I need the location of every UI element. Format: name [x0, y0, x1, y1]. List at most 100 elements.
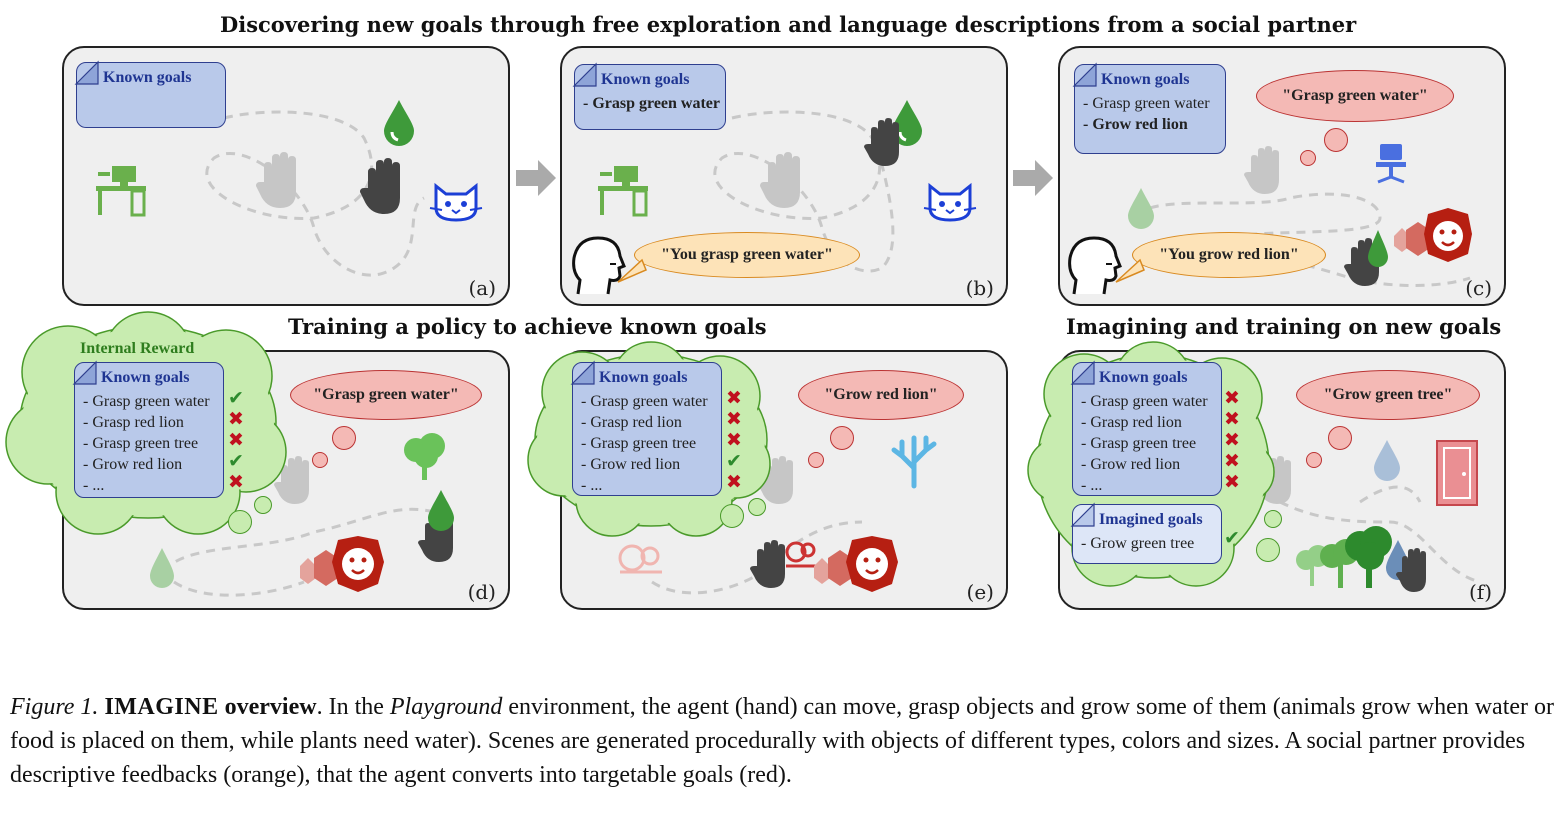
bottom-right-row-title: Imagining and training on new goals [1066, 314, 1502, 339]
chair-icon [1376, 144, 1406, 184]
panel-label: (c) [1465, 276, 1492, 300]
path-trail [205, 110, 425, 277]
cloud-dot [748, 498, 766, 516]
known-goal-item: - Grasp green water [583, 95, 720, 112]
water-drop-icon [1128, 188, 1154, 229]
cross-icon: ✖ [1224, 408, 1240, 430]
known-goal-item: - Grasp red lion [581, 414, 682, 431]
known-goal-item: - Grasp red lion [1081, 414, 1182, 431]
imagined-marks: ✔ [1224, 528, 1240, 549]
known-goals-box: Known goals - Grasp green water - Grasp … [1070, 360, 1222, 496]
known-goal-item: - Grasp green water [1083, 95, 1210, 112]
speech-tail [1115, 258, 1145, 283]
cross-icon: ✖ [726, 387, 742, 409]
agent-hand-icon [864, 118, 899, 166]
known-goals-box: Known goals - Grasp green water - Grasp … [570, 360, 722, 496]
reward-marks: ✖ ✖ ✖ ✔ ✖ [726, 388, 742, 493]
known-goals-box: Known goals - Grasp green water - Grasp … [72, 360, 224, 498]
imagined-goals-title: Imagined goals [1099, 511, 1203, 528]
food-icon [618, 544, 662, 574]
right-arrow-icon [1013, 160, 1053, 196]
desk-icon [598, 166, 648, 217]
known-goals-title: Known goals [599, 369, 688, 386]
known-goal-item: - Grow red lion [1083, 116, 1188, 133]
cloud-dot [254, 496, 272, 514]
reward-marks: ✔ ✖ ✖ ✔ ✖ [228, 388, 244, 493]
panel-label: (a) [468, 276, 496, 300]
thought-dot [808, 452, 824, 468]
thought-bubble: "Grow green tree" [1296, 370, 1480, 420]
right-arrow-icon [516, 160, 556, 196]
known-goals-title: Known goals [1099, 369, 1188, 386]
lion-icon [814, 536, 898, 592]
cross-icon: ✖ [228, 408, 244, 430]
door-icon [1436, 440, 1478, 506]
caption-overview: overview [224, 694, 317, 720]
known-goal-item: - Grow red lion [1081, 456, 1181, 473]
caption-figure-label: Figure 1. [10, 694, 99, 720]
known-goal-item: - ... [581, 477, 603, 494]
agent-hand-icon [1396, 548, 1426, 592]
water-drop-icon [892, 100, 922, 146]
speech-bubble: "You grasp green water" [634, 232, 860, 278]
tree-icon [404, 433, 445, 480]
path-trail [1279, 485, 1481, 584]
internal-reward-label: Internal Reward [80, 340, 195, 357]
lion-icon [300, 536, 384, 592]
top-row-title: Discovering new goals through free explo… [220, 12, 1357, 37]
hand-icon [256, 152, 296, 208]
thought-dot [332, 426, 356, 450]
known-goals-title: Known goals [1101, 71, 1190, 88]
path-trail [162, 507, 435, 597]
speech-bubble: "You grow red lion" [1132, 232, 1326, 278]
caption-method-name: IMAGINE [104, 694, 219, 720]
bottom-left-row-title: Training a policy to achieve known goals [288, 314, 767, 339]
panel-label: (d) [467, 580, 496, 604]
cross-icon: ✖ [726, 429, 742, 451]
known-goal-item: - Grasp green water [581, 393, 708, 410]
known-goal-item: - Grow red lion [83, 456, 183, 473]
caption-pre: . In the [316, 694, 390, 720]
cross-icon: ✖ [1224, 471, 1240, 493]
known-goal-item: - ... [1081, 477, 1103, 494]
check-icon: ✔ [726, 450, 742, 472]
known-goals-title: Known goals [601, 71, 690, 88]
lion-icon [1394, 208, 1472, 262]
cross-icon: ✖ [228, 429, 244, 451]
caption-env: Playground [389, 694, 503, 720]
water-drop-icon [1368, 230, 1388, 267]
cross-icon: ✖ [1224, 429, 1240, 451]
cloud-dot [1264, 510, 1282, 528]
known-goals-box: Known goals - Grasp green water [572, 62, 726, 130]
speech-tail [617, 258, 647, 283]
known-goals-title: Known goals [101, 369, 190, 386]
social-partner-head-icon [1068, 236, 1122, 295]
known-goal-item: - Grow red lion [581, 456, 681, 473]
cloud-dot [228, 510, 252, 534]
imagined-goals-box: Imagined goals - Grow green tree [1070, 502, 1222, 564]
imagined-goal-item: - Grow green tree [1081, 535, 1195, 552]
agent-hand-icon [360, 158, 400, 214]
hand-icon [760, 152, 800, 208]
caption-text: environment, the agent (hand) can move, … [10, 694, 1555, 788]
thought-dot [1306, 452, 1322, 468]
water-drop-icon [150, 548, 174, 588]
cross-icon: ✖ [1224, 450, 1240, 472]
thought-dot [830, 426, 854, 450]
hand-icon [1244, 146, 1279, 194]
cloud-dot [720, 504, 744, 528]
cross-icon: ✖ [726, 471, 742, 493]
cross-icon: ✖ [1224, 387, 1240, 409]
water-drop-icon [428, 490, 454, 531]
thought-dot [1324, 128, 1348, 152]
food-icon [785, 541, 816, 568]
check-icon: ✔ [228, 387, 244, 409]
thought-dot [1300, 150, 1316, 166]
known-goals-title: Known goals [103, 69, 192, 86]
thought-dot [1328, 426, 1352, 450]
panel-c: Known goals - Grasp green water - Grow r… [1058, 46, 1506, 306]
desk-icon [96, 166, 146, 217]
known-goal-item: - Grasp green water [83, 393, 210, 410]
thought-bubble: "Grasp green water" [1256, 70, 1454, 122]
panel-label: (f) [1468, 580, 1492, 604]
